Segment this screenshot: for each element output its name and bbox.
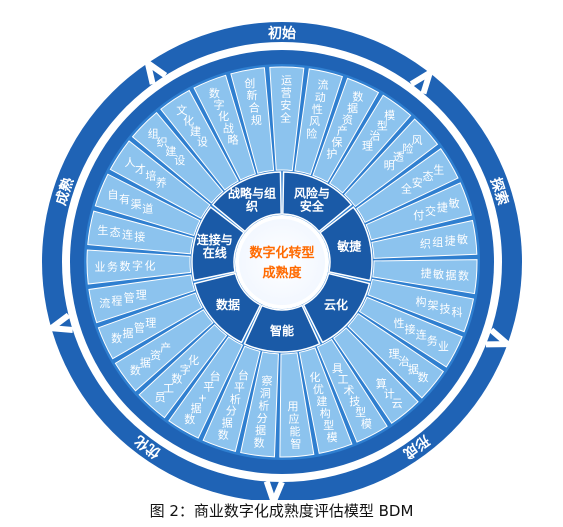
center-circle <box>235 215 329 309</box>
outer-item-wedge <box>365 182 472 241</box>
stage-separator <box>485 327 516 348</box>
outer-item-wedge <box>230 67 275 174</box>
inner-segment-label: 敏捷 <box>336 239 362 254</box>
outer-item-label: 模型技术工具 <box>332 362 372 430</box>
outer-item-label: 创新合规 <box>244 77 262 127</box>
outer-item-label: 文化建设 <box>176 103 208 148</box>
inner-segment <box>243 304 321 353</box>
outer-item-label: 模型治理 <box>362 109 395 152</box>
outer-item-wedge <box>367 278 475 333</box>
outer-item-wedge <box>97 292 203 360</box>
center-title-line1: 数字化转型 <box>249 245 314 261</box>
inner-segment <box>193 272 262 344</box>
outer-item-wedge <box>138 323 228 419</box>
outer-item-label: 人才培养 <box>124 156 166 190</box>
outer-item-label: 敏捷组织 <box>420 232 468 251</box>
outer-item-wedge <box>131 111 224 204</box>
outer-item-wedge <box>86 249 192 285</box>
figure-caption: 图 2：商业数字化成熟度评估模型 BDM <box>149 502 414 520</box>
outer-item-wedge <box>94 173 201 237</box>
outer-item-label: 员工数字化 <box>155 353 199 404</box>
outer-item-label: 数据治理 <box>389 347 429 384</box>
outer-item-wedge <box>358 296 463 368</box>
inner-segment-label: 战略与组织 <box>228 185 276 213</box>
outer-item-label: 数据分析洞察 <box>254 374 273 450</box>
outer-item-wedge <box>294 68 344 176</box>
outer-item-label: 流动性风险 <box>306 78 328 141</box>
outer-item-label: 业务数字化 <box>95 258 156 273</box>
inner-segment-label: 智能 <box>269 323 294 338</box>
stage-separator <box>43 312 74 333</box>
outer-item-wedge <box>168 336 244 439</box>
outer-item-wedge <box>87 210 194 255</box>
outer-item-wedge <box>298 347 353 455</box>
inner-segment-label: 风险与安全 <box>294 185 330 213</box>
outer-item-wedge <box>343 118 439 208</box>
outer-item-wedge <box>109 140 211 219</box>
outer-item-label: 智能应用 <box>288 400 302 450</box>
outer-item-label: 数据敏捷 <box>421 266 469 283</box>
outer-item-wedge <box>279 352 315 458</box>
outer-item-label: 数据资产 <box>130 341 171 377</box>
center-title-line2: 成熟度 <box>262 265 302 281</box>
outer-item-wedge <box>329 94 412 194</box>
inner-segment-label: 连接与在线 <box>197 232 233 260</box>
outer-item-label: 模型构建优化 <box>309 370 337 444</box>
outer-item-wedge <box>114 309 214 392</box>
outer-item-label: 流程管理 <box>99 289 147 310</box>
inner-segment <box>211 171 282 233</box>
outer-item-label: 科技架构 <box>415 295 462 319</box>
outer-item-wedge <box>193 74 257 181</box>
outer-item-label: 风险透明 <box>384 134 423 172</box>
maturity-wheel: 创新合规运营安全流动性风险数据资产保护模型治理风险透明生态安全敏捷交付敏捷组织数… <box>42 22 522 502</box>
outer-item-wedge <box>160 89 239 191</box>
outer-item-label: 数字化战略 <box>209 87 239 146</box>
outer-item-wedge <box>312 77 380 183</box>
outer-item-label: 运营安全 <box>280 74 292 124</box>
outer-item-label: 数据资产保护 <box>326 91 363 161</box>
inner-segment <box>282 171 353 233</box>
outer-item-label: 自有渠道 <box>107 189 153 216</box>
inner-segment <box>302 272 371 344</box>
stage-separator <box>143 56 168 85</box>
outer-item-wedge <box>356 148 459 224</box>
outer-item-wedge <box>372 259 478 295</box>
outer-item-wedge <box>269 66 305 172</box>
inner-segment <box>191 206 246 282</box>
outer-item-wedge <box>316 338 388 443</box>
outer-item-wedge <box>240 351 279 458</box>
outer-item-label: 生态连接 <box>97 223 145 244</box>
inner-segment-label: 数据 <box>216 297 240 312</box>
stage-separator <box>409 66 435 95</box>
outer-item-label: 组织建设 <box>148 126 186 167</box>
outer-item-label: 数据+平台 <box>184 369 220 426</box>
inner-segment-label: 云化 <box>324 297 348 312</box>
outer-item-wedge <box>333 327 419 424</box>
outer-item-label: 敏捷交付 <box>413 196 459 222</box>
outer-item-wedge <box>371 219 478 259</box>
outer-item-wedge <box>202 345 261 452</box>
outer-item-label: 数据管理 <box>111 316 156 345</box>
inner-segment <box>318 206 373 282</box>
outer-item-label: 业务连接性 <box>394 316 449 353</box>
outer-item-label: 数据分析平台 <box>218 368 249 441</box>
outer-item-wedge <box>347 312 445 399</box>
outer-item-label: 生态安全 <box>401 163 444 196</box>
outer-items-layer: 创新合规运营安全流动性风险数据资产保护模型治理风险透明生态安全敏捷交付敏捷组织数… <box>86 66 478 458</box>
outer-item-label: 云计算 <box>376 377 403 410</box>
outer-item-wedge <box>88 274 196 324</box>
stage-label: 初始 <box>268 25 296 42</box>
